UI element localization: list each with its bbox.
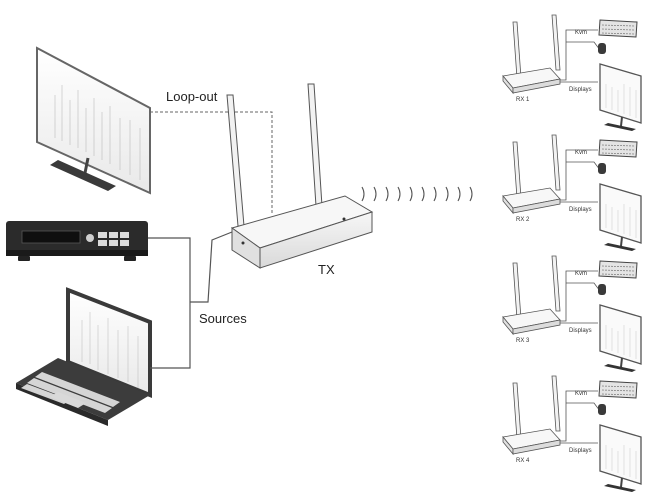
- rx-mouse-cable: [566, 282, 601, 292]
- rx-display-screen: [599, 63, 642, 124]
- rx-antenna: [551, 14, 561, 71]
- rx-antenna: [512, 21, 522, 79]
- rx-name-label: RX 1: [516, 97, 530, 103]
- rx-kvm-cable: [560, 149, 598, 201]
- rx-antenna: [512, 262, 522, 320]
- tx-label: TX: [318, 262, 335, 277]
- rx-kvm-cable: [560, 29, 598, 81]
- keyboard-keys-row: [601, 389, 635, 392]
- keyboard-keys-row: [601, 32, 635, 35]
- display-skyline-image: [605, 445, 637, 479]
- rx-kvm-label: Kvm: [575, 150, 587, 156]
- sources-label: Sources: [199, 311, 247, 326]
- keyboard-keys-row: [601, 265, 635, 268]
- loop-out-label: Loop-out: [166, 89, 218, 104]
- rx-mouse-cable: [566, 41, 601, 51]
- rx-name-label: RX 4: [516, 458, 530, 464]
- rx-displays-label: Displays: [569, 448, 592, 454]
- source-cables: [148, 231, 233, 369]
- mouse-icon: [598, 284, 606, 295]
- wireless-signal-waves: [361, 186, 473, 202]
- keyboard-icon: [598, 260, 638, 279]
- display-skyline-image: [605, 204, 637, 238]
- rx-display-base: [604, 484, 636, 492]
- laptop-source: [16, 287, 152, 426]
- rx-kvm-label: Kvm: [575, 391, 587, 397]
- keyboard-icon: [598, 19, 638, 38]
- rx-box-front: [512, 319, 561, 335]
- rx-kvm-label: Kvm: [575, 30, 587, 36]
- rx-display-stand: [620, 116, 623, 127]
- keyboard-keys-row: [601, 269, 635, 272]
- rx-name-label: RX 2: [516, 217, 530, 223]
- rx-display-stand: [620, 236, 623, 247]
- rx-antenna: [551, 255, 561, 312]
- rx-displays-label: Displays: [569, 328, 592, 334]
- rx-mouse-cable: [566, 402, 601, 412]
- rx-displays-label: Displays: [569, 87, 592, 93]
- keyboard-keys-row: [601, 24, 635, 27]
- keyboard-keys-row: [601, 273, 635, 276]
- rx-display-base: [604, 243, 636, 251]
- rx-box-front: [512, 78, 561, 94]
- rx-displays-label: Displays: [569, 207, 592, 213]
- rx-box-front: [512, 439, 561, 455]
- display-skyline-image: [605, 84, 637, 118]
- keyboard-keys-row: [601, 152, 635, 155]
- loop-out-cable: [150, 111, 273, 215]
- keyboard-icon: [598, 139, 638, 158]
- mouse-icon: [598, 404, 606, 415]
- rx-display-stand: [620, 357, 623, 368]
- rx-mouse-cable: [566, 161, 601, 171]
- tx-transmitter: [226, 83, 374, 269]
- rx-display-screen: [599, 183, 642, 244]
- rx-display-stand: [620, 477, 623, 488]
- keyboard-keys-row: [601, 148, 635, 151]
- display-skyline-image: [605, 325, 637, 359]
- loop-out-monitor: [36, 46, 151, 195]
- rx-antenna: [551, 134, 561, 191]
- mouse-icon: [598, 163, 606, 174]
- rx-display-screen: [599, 424, 642, 485]
- rx-display-screen: [599, 304, 642, 365]
- mouse-icon: [598, 43, 606, 54]
- rx-box-front: [512, 198, 561, 214]
- rx-kvm-cable: [560, 390, 598, 442]
- rx-antenna: [551, 375, 561, 432]
- rx-name-label: RX 3: [516, 338, 530, 344]
- rx-kvm-cable: [560, 270, 598, 322]
- rx-display-base: [604, 364, 636, 372]
- keyboard-icon: [598, 380, 638, 399]
- keyboard-keys-row: [601, 385, 635, 388]
- keyboard-keys-row: [601, 393, 635, 396]
- rx-kvm-label: Kvm: [575, 271, 587, 277]
- keyboard-keys-row: [601, 144, 635, 147]
- media-player-source: [6, 221, 148, 261]
- rx-display-base: [604, 123, 636, 131]
- rx-antenna: [512, 141, 522, 199]
- city-skyline-image: [54, 85, 141, 180]
- rx-antenna: [512, 382, 522, 440]
- keyboard-keys-row: [601, 28, 635, 31]
